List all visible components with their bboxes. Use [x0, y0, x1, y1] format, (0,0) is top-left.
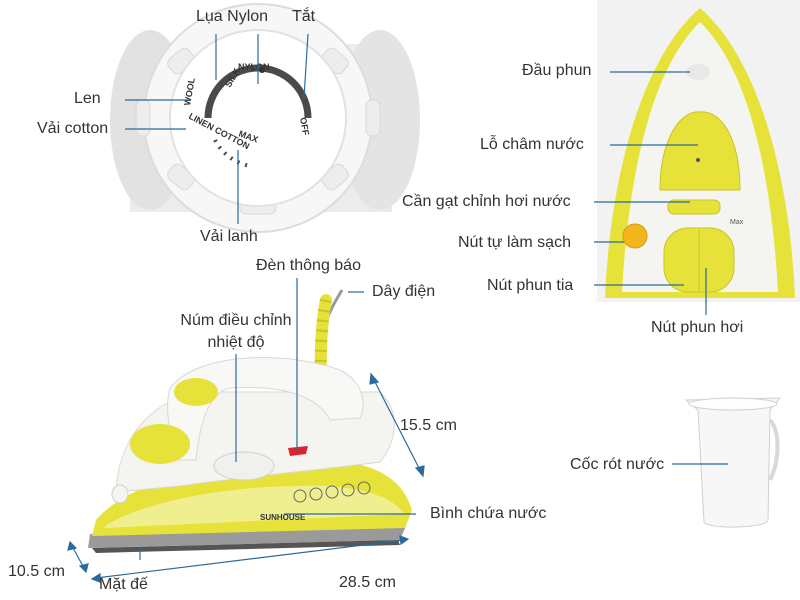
label-linen: Vải lanh: [200, 228, 258, 245]
temperature-dial-photo: SILK WOOL NYLON OFF LINEN COTTON MAX: [110, 3, 420, 233]
label-off: Tắt: [292, 8, 316, 25]
label-measuring-cup: Cốc rót nước: [570, 456, 665, 473]
dimension-arrows: [67, 372, 425, 583]
iron-top-view-photo: Max: [597, 0, 800, 302]
label-self-clean: Nút tự làm sạch: [458, 234, 571, 251]
label-soleplate: Mặt đế: [99, 576, 148, 593]
label-power-cord: Dây điện: [372, 283, 436, 300]
top-view-pointer-lines: [594, 71, 707, 315]
side-view-pointer-lines: [139, 278, 416, 560]
label-fill-hole: Lỗ châm nước: [480, 136, 584, 153]
label-indicator-light: Đèn thông báo: [256, 257, 361, 274]
iron-side-view-photo: SUNHOUSE: [88, 289, 412, 553]
label-temp-knob: Núm điều chỉnh nhiệt độ: [180, 312, 292, 351]
dial-pointer-lines: [125, 33, 309, 224]
label-spray-nozzle: Đầu phun: [522, 62, 592, 79]
brand-logo: SUNHOUSE: [260, 513, 306, 522]
steam-max-mark: Max: [730, 219, 744, 226]
dial-mark-off: OFF: [298, 117, 311, 137]
label-length: 28.5 cm: [339, 574, 396, 591]
label-height: 15.5 cm: [400, 417, 457, 434]
dial-mark-nylon: NYLON: [238, 62, 270, 72]
measuring-cup-photo: [684, 397, 782, 528]
label-steam-lever: Cần gạt chỉnh hơi nước: [402, 193, 571, 210]
dial-mark-wool: WOOL: [182, 77, 197, 107]
label-water-tank: Bình chứa nước: [430, 505, 547, 522]
label-spray-button: Nút phun tia: [487, 277, 574, 294]
label-width: 10.5 cm: [8, 563, 65, 580]
label-silk-nylon: Lụa Nylon: [196, 8, 269, 25]
label-cotton: Vải cotton: [37, 120, 109, 137]
label-steam-button: Nút phun hơi: [651, 319, 744, 336]
label-wool: Len: [74, 90, 101, 107]
